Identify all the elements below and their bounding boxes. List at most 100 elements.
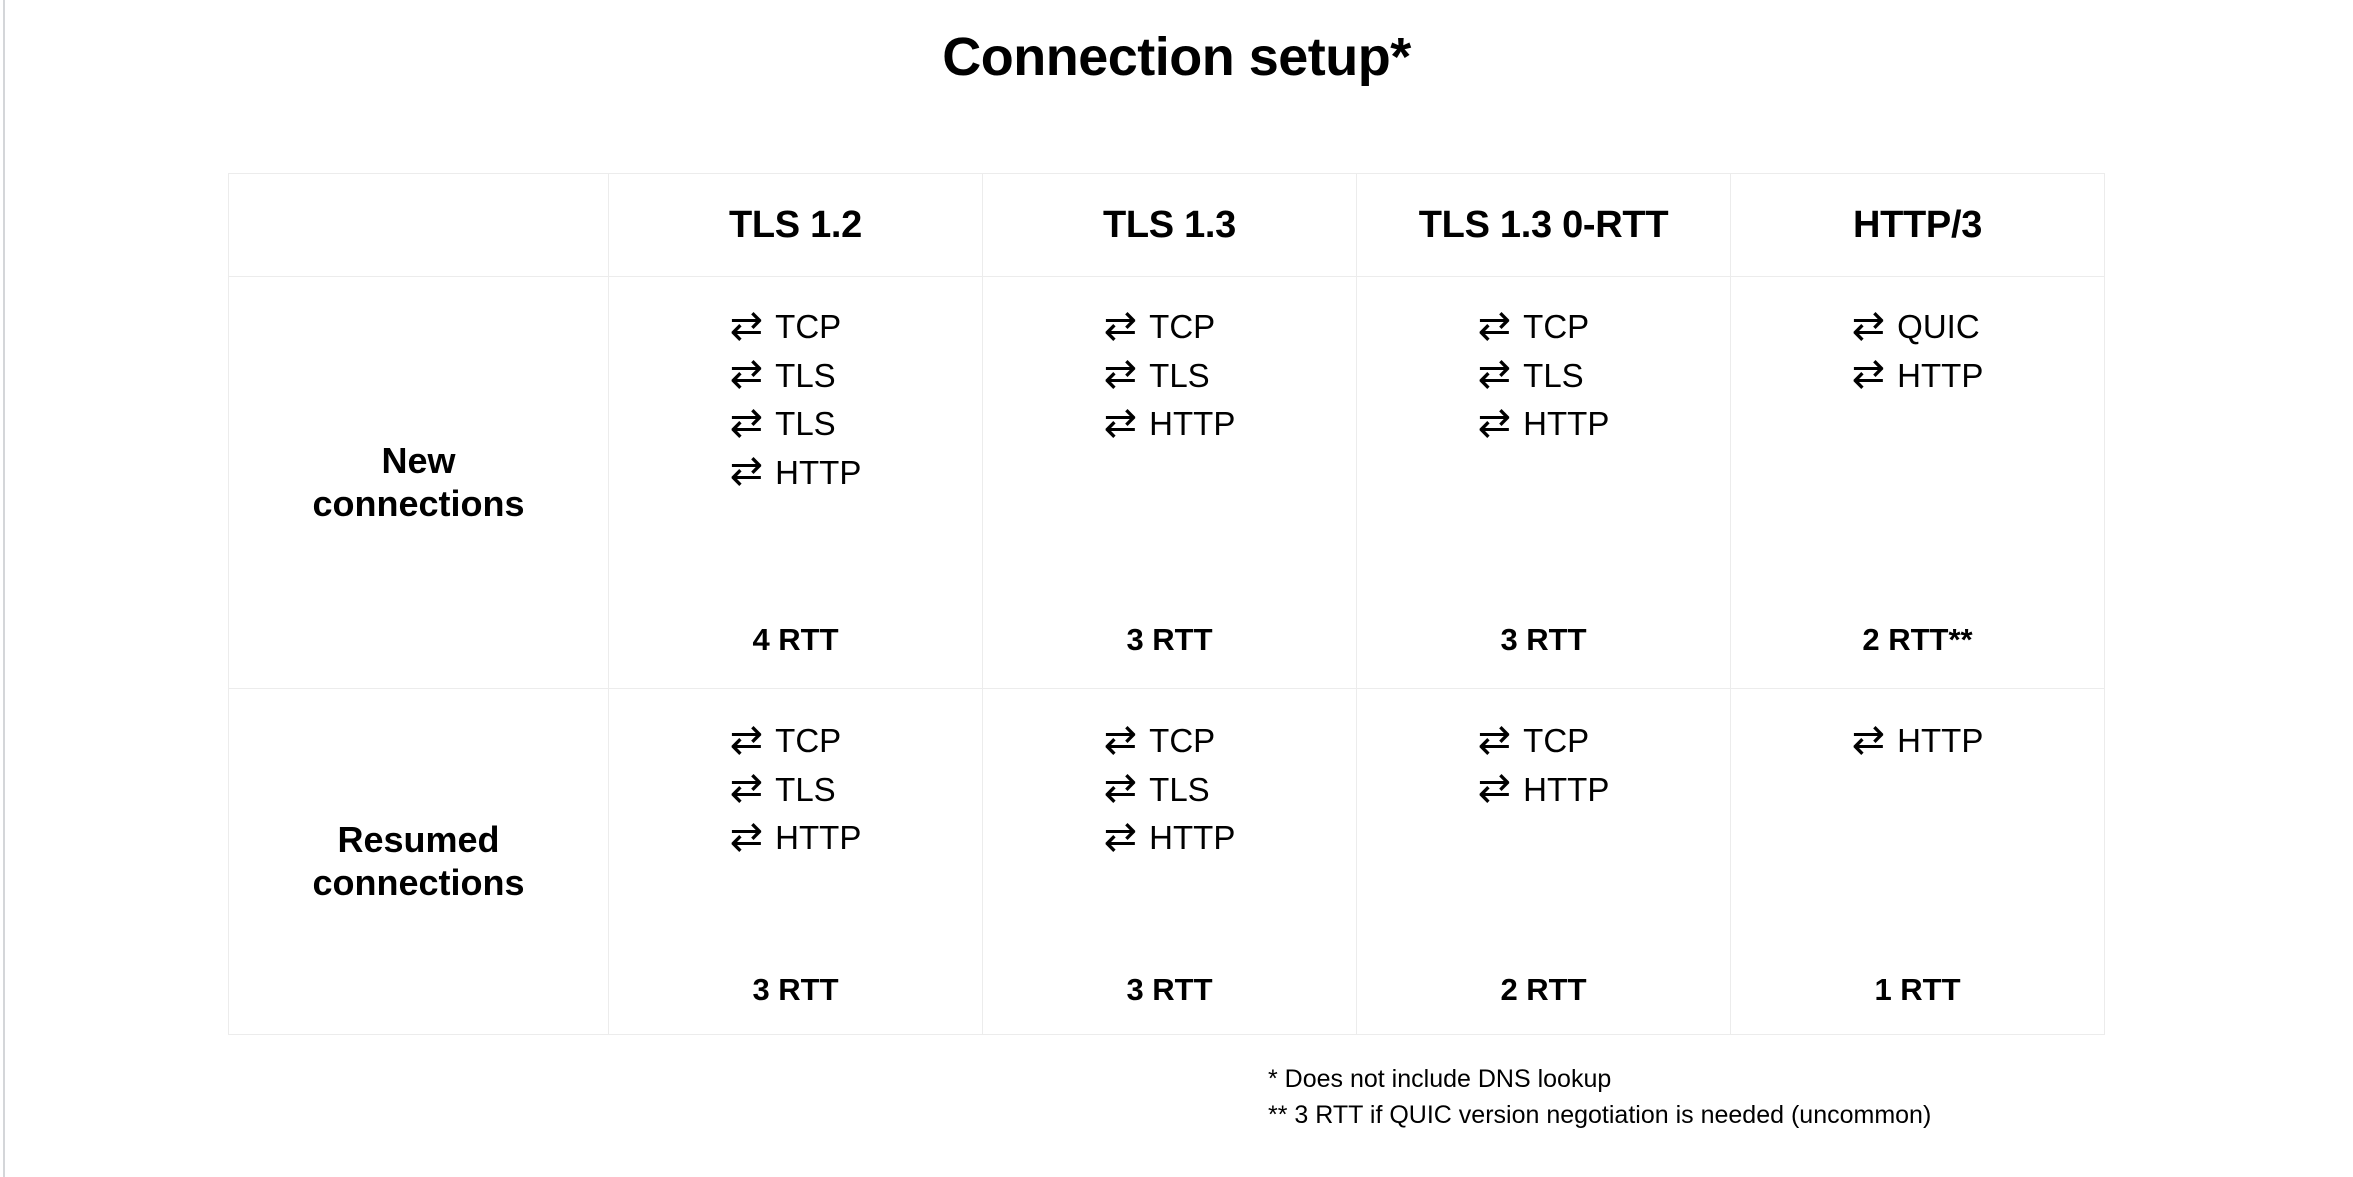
step-list-new-tls13-0rtt: ⇄ TCP ⇄ TLS ⇄ HTTP [1478,303,1610,448]
exchange-arrow-icon: ⇄ [729,717,764,762]
rtt-total-new-tls13: 3 RTT [1126,622,1213,657]
step-item: ⇄ TLS [1104,352,1210,400]
step-item: ⇄ HTTP [1104,400,1236,448]
exchange-arrow-icon: ⇄ [1103,717,1138,762]
exchange-arrow-icon: ⇄ [1103,303,1138,348]
step-protocol-label: TCP [1149,722,1216,759]
column-header-cell-4: HTTP/3 [1730,173,2105,277]
column-header-cell-3: TLS 1.3 0-RTT [1356,173,1731,277]
step-item: ⇄ QUIC [1852,303,1980,351]
exchange-arrow-icon: ⇄ [729,449,764,494]
step-item: ⇄ HTTP [730,814,862,862]
step-protocol-label: TCP [1523,722,1590,759]
step-item: ⇄ TLS [730,766,836,814]
slide-left-edge [3,0,5,1177]
row-label-new-line1: New [381,440,456,482]
row-label-cell-new: New connections [228,276,609,689]
step-protocol-label: TLS [775,356,836,394]
footnote-double-asterisk: ** 3 RTT if QUIC version negotiation is … [1268,1100,1932,1129]
step-protocol-label: TCP [775,308,842,345]
step-protocol-label: HTTP [775,453,862,491]
page-title: Connection setup* [942,27,1411,87]
step-item: ⇄ TCP [1104,303,1216,351]
exchange-arrow-icon: ⇄ [1103,766,1138,811]
step-protocol-label: HTTP [1523,405,1610,443]
column-header-http3: HTTP/3 [1852,203,1983,246]
step-item: ⇄ TLS [1478,352,1584,400]
column-header-tls13-0rtt: TLS 1.3 0-RTT [1418,203,1669,246]
step-item: ⇄ HTTP [1852,352,1984,400]
footnotes: * Does not include DNS lookup ** 3 RTT i… [1268,1062,1931,1133]
rtt-total-resumed-tls13-0rtt: 2 RTT [1500,972,1587,1007]
cell-resumed-http3: ⇄ HTTP 1 RTT [1730,688,2105,1035]
connection-setup-table: TLS 1.2 TLS 1.3 TLS 1.3 0-RTT HTTP/3 New… [228,173,2105,1035]
cell-new-tls13: ⇄ TCP ⇄ TLS ⇄ HTTP 3 [982,276,1357,689]
step-item: ⇄ TLS [730,400,836,448]
step-list-resumed-tls13-0rtt: ⇄ TCP ⇄ HTTP [1478,717,1610,813]
step-protocol-label: HTTP [1523,770,1610,808]
step-item: ⇄ HTTP [1478,766,1610,814]
cell-resumed-tls13-0rtt: ⇄ TCP ⇄ HTTP 2 RTT [1356,688,1731,1035]
step-item: ⇄ TCP [1478,303,1590,351]
column-header-cell-2: TLS 1.3 [982,173,1357,277]
exchange-arrow-icon: ⇄ [1477,717,1512,762]
step-protocol-label: TCP [775,722,842,759]
rtt-total-new-http3: 2 RTT** [1862,622,1973,657]
step-protocol-label: HTTP [1149,819,1236,857]
step-protocol-label: TLS [1523,356,1584,394]
rtt-total-resumed-http3: 1 RTT [1874,972,1961,1007]
step-item: ⇄ TLS [730,352,836,400]
cell-resumed-tls13: ⇄ TCP ⇄ TLS ⇄ HTTP 3 [982,688,1357,1035]
row-label-new-connections: New connections [229,440,608,525]
exchange-arrow-icon: ⇄ [1851,717,1886,762]
step-list-new-tls12: ⇄ TCP ⇄ TLS ⇄ TLS [730,303,862,496]
exchange-arrow-icon: ⇄ [1477,303,1512,348]
exchange-arrow-icon: ⇄ [1103,400,1138,445]
cell-new-tls12: ⇄ TCP ⇄ TLS ⇄ TLS [608,276,983,689]
rtt-total-resumed-tls13: 3 RTT [1126,972,1213,1007]
step-item: ⇄ TLS [1104,766,1210,814]
exchange-arrow-icon: ⇄ [729,814,764,859]
step-protocol-label: QUIC [1897,308,1980,345]
column-header-tls12: TLS 1.2 [728,203,863,246]
step-list-resumed-tls12: ⇄ TCP ⇄ TLS ⇄ HTTP [730,717,862,862]
step-list-new-http3: ⇄ QUIC ⇄ HTTP [1852,303,1984,399]
table-header-row: TLS 1.2 TLS 1.3 TLS 1.3 0-RTT HTTP/3 [228,173,2105,277]
row-label-resumed-line2: connections [312,861,525,903]
step-list-new-tls13: ⇄ TCP ⇄ TLS ⇄ HTTP [1104,303,1236,448]
cell-new-tls13-0rtt: ⇄ TCP ⇄ TLS ⇄ HTTP 3 [1356,276,1731,689]
rtt-total-new-tls13-0rtt: 3 RTT [1500,622,1587,657]
exchange-arrow-icon: ⇄ [729,303,764,348]
step-list-resumed-tls13: ⇄ TCP ⇄ TLS ⇄ HTTP [1104,717,1236,862]
step-protocol-label: HTTP [1897,722,1984,759]
step-protocol-label: TLS [775,770,836,808]
row-label-resumed-line1: Resumed [337,819,500,861]
cell-resumed-tls12: ⇄ TCP ⇄ TLS ⇄ HTTP 3 [608,688,983,1035]
step-protocol-label: TCP [1523,308,1590,345]
exchange-arrow-icon: ⇄ [1477,400,1512,445]
step-protocol-label: HTTP [775,819,862,857]
step-item: ⇄ TCP [1104,717,1216,765]
rtt-total-resumed-tls12: 3 RTT [752,972,839,1007]
footnote-single-asterisk: * Does not include DNS lookup [1268,1065,1612,1093]
step-protocol-label: TLS [775,405,836,443]
exchange-arrow-icon: ⇄ [729,766,764,811]
exchange-arrow-icon: ⇄ [1477,352,1512,397]
exchange-arrow-icon: ⇄ [729,352,764,397]
column-header-tls13: TLS 1.3 [1102,203,1237,246]
row-label-cell-resumed: Resumed connections [228,688,609,1035]
cell-new-http3: ⇄ QUIC ⇄ HTTP 2 RTT** [1730,276,2105,689]
table-corner-cell [228,173,609,277]
row-label-resumed-connections: Resumed connections [229,819,608,904]
exchange-arrow-icon: ⇄ [1477,766,1512,811]
step-item: ⇄ HTTP [1478,400,1610,448]
rtt-total-new-tls12: 4 RTT [752,622,839,657]
step-item: ⇄ HTTP [730,449,862,497]
exchange-arrow-icon: ⇄ [1103,814,1138,859]
step-item: ⇄ TCP [730,717,842,765]
row-label-new-line2: connections [312,482,525,524]
exchange-arrow-icon: ⇄ [729,400,764,445]
table-row-new-connections: New connections ⇄ TCP ⇄ T [228,276,2105,689]
step-protocol-label: HTTP [1897,356,1984,394]
step-item: ⇄ HTTP [1852,717,1984,765]
